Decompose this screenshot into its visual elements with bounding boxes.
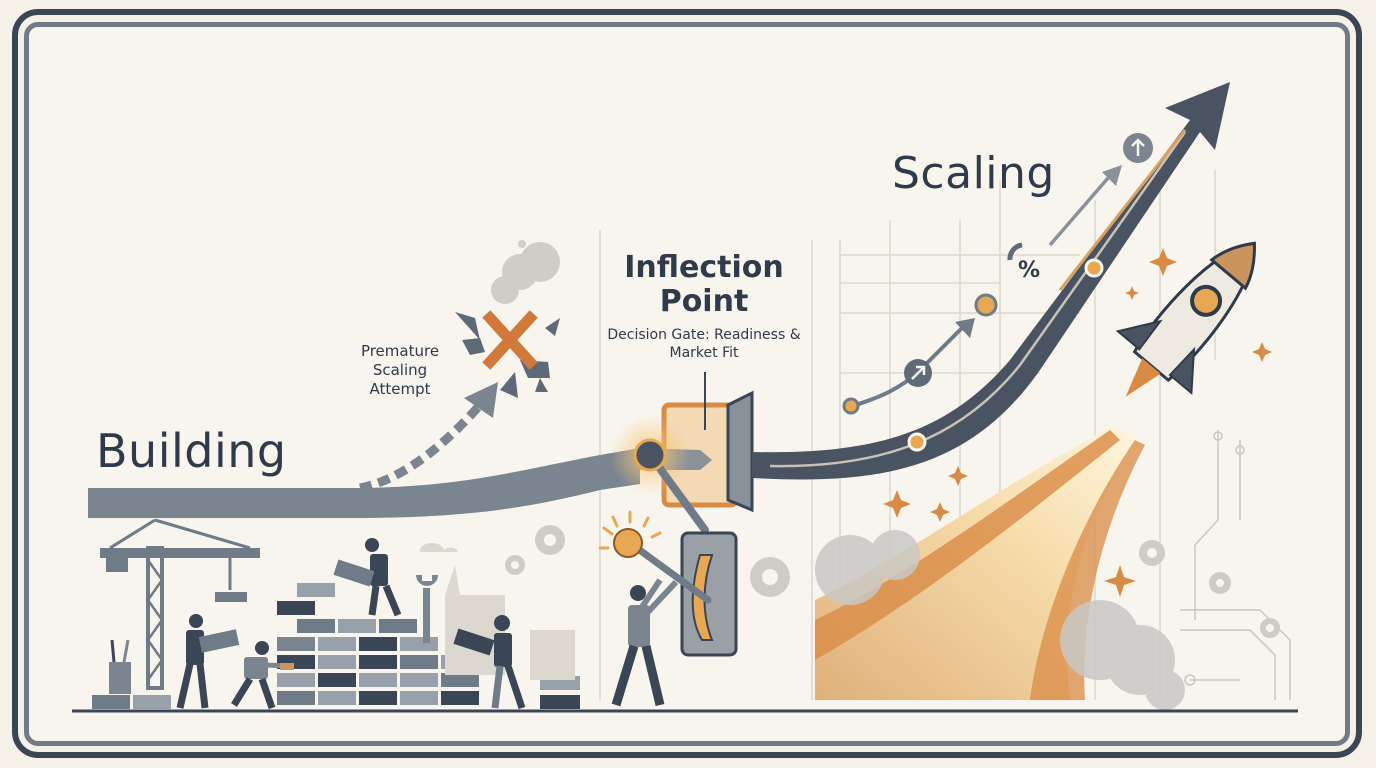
x-mark-icon: [482, 310, 538, 370]
smoke-clouds: [815, 530, 1185, 710]
stage-label-scaling: Scaling: [892, 148, 1055, 199]
worker-walking: [453, 615, 526, 710]
person-pulling-lever: [611, 578, 679, 707]
building-path: [88, 448, 640, 518]
premature-scaling-label: Premature Scaling Attempt: [360, 342, 440, 398]
worker-on-wall: [333, 538, 402, 617]
premature-arrowhead: [464, 382, 498, 418]
circuit-lines: [1180, 430, 1291, 700]
rocket-icon: [1115, 241, 1256, 397]
brick-wall: [92, 583, 580, 709]
sparkles: [883, 248, 1272, 597]
lever-switch-icon: [613, 528, 712, 604]
milestone-dot-mid: [974, 293, 998, 317]
arrow-up-right-circle-icon: [904, 359, 932, 387]
outer-frame: [12, 9, 1362, 758]
stage-label-building: Building: [96, 424, 287, 478]
premature-dashed-arrow: [359, 402, 484, 493]
milestone-dot: [907, 432, 927, 452]
percent-badge: %: [1018, 258, 1040, 283]
scaling-path: [752, 82, 1230, 480]
shards: [455, 312, 560, 398]
inner-frame: [24, 22, 1350, 746]
exhaust-orange-band: [815, 430, 1120, 660]
decision-gate-caption: Decision Gate: Readiness & Market Fit: [607, 327, 801, 361]
gate-door: [726, 390, 754, 513]
explosion-cloud: [491, 240, 560, 304]
start-dot: [842, 397, 860, 415]
worker-carrying-brick: [176, 614, 240, 709]
wrench-icon: [416, 575, 438, 643]
arrow-up-circle-icon: [1123, 133, 1153, 163]
light-rays: [598, 510, 662, 550]
upper-growth-line: [1048, 168, 1117, 247]
milestone-dot: [1084, 258, 1104, 278]
upper-lever-knob: [633, 438, 667, 472]
upper-arrowhead: [1102, 165, 1122, 186]
tool-cup: [109, 662, 131, 694]
crane-icon: [100, 518, 260, 690]
scaling-path-gold-line: [1058, 129, 1187, 291]
exhaust-orange-band-2: [1030, 440, 1145, 700]
inflection-point-title: Inflection Point: [624, 250, 784, 319]
percent-arc: [1007, 242, 1023, 261]
secondary-arrowhead: [955, 318, 975, 338]
worker-kneeling: [231, 641, 294, 710]
